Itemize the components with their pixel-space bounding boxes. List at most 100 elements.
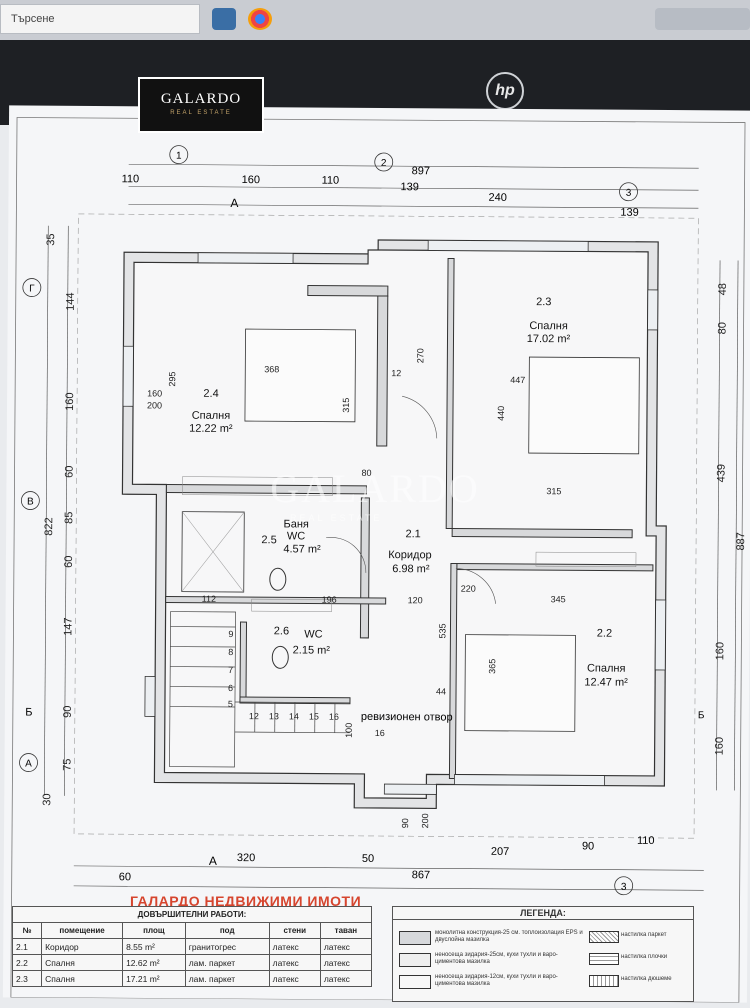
section-mark-top: А <box>230 196 238 210</box>
table-row: 2.2 Спалня 12.62 m² лам. паркет латекс л… <box>13 955 372 971</box>
opening-80: 80 <box>362 468 372 478</box>
dim-right-2: 80 <box>717 322 729 334</box>
legend-swatch <box>589 975 619 987</box>
dim-440: 440 <box>496 406 506 421</box>
dim-left-4: 60 <box>64 466 76 478</box>
revision-opening-note: ревизионен отвор <box>361 711 453 724</box>
room-2-4-area: 12.22 m² <box>189 423 233 435</box>
room-2-2-num: 2.2 <box>597 628 612 640</box>
dim-left-7: 147 <box>62 617 74 635</box>
room-2-6-name: WC <box>304 628 322 640</box>
dim-left-1: 35 <box>45 233 57 245</box>
table-header: стени <box>269 923 320 939</box>
room-2-2-area: 12.47 m² <box>584 676 628 688</box>
legend-box: ЛЕГЕНДА: монолитна конструкция-25 см. то… <box>392 906 694 1002</box>
legend-text: настилка дюшеме <box>621 976 672 982</box>
opening-200b: 200 <box>420 813 430 828</box>
dim-100: 100 <box>344 723 354 738</box>
stair-7: 7 <box>228 665 233 675</box>
axis-label-g: Г <box>29 284 35 295</box>
table-cell: 2.1 <box>13 939 42 955</box>
axis-label-a: А <box>25 759 32 770</box>
dim-top-3: 110 <box>322 175 340 187</box>
legend-text: неносеща зидария-25см, кухи тухли и варо… <box>435 952 585 966</box>
table-header: под <box>185 923 269 939</box>
axis-label-b: Б <box>25 707 32 719</box>
table-cell: латекс <box>269 939 320 955</box>
table-cell: 12.62 m² <box>123 955 186 971</box>
legend-swatch <box>399 931 431 945</box>
dim-295: 295 <box>167 371 177 386</box>
finishing-table: ДОВЪРШИТЕЛНИ РАБОТИ: № помещение площ по… <box>12 906 372 987</box>
dim-345: 345 <box>551 594 566 604</box>
legend-item: неносеща зидария-12см, кухи тухли и варо… <box>399 973 689 991</box>
stair-12: 12 <box>249 711 259 721</box>
dim-44: 44 <box>436 686 446 696</box>
table-cell: лам. паркет <box>185 971 269 987</box>
dim-right-4: 160 <box>714 642 726 660</box>
table-cell: 8.55 m² <box>123 939 186 955</box>
table-title: ДОВЪРШИТЕЛНИ РАБОТИ: <box>13 907 372 923</box>
table-cell: латекс <box>320 939 371 955</box>
hp-logo: hp <box>486 72 524 110</box>
dim-top-5: 240 <box>488 192 506 204</box>
table-cell: Спалня <box>42 971 123 987</box>
dim-bottom-5: 110 <box>637 835 655 847</box>
stair-6: 6 <box>228 683 233 693</box>
dim-bottom-total: 867 <box>412 869 430 881</box>
legend-text: настилка плочки <box>621 954 667 960</box>
dim-right-total: 887 <box>735 532 747 550</box>
table-header: № <box>13 923 42 939</box>
table-cell: латекс <box>320 955 371 971</box>
chrome-icon[interactable] <box>248 8 272 30</box>
room-2-4-num: 2.4 <box>203 388 218 400</box>
dim-315h: 315 <box>546 486 561 496</box>
legend-text: неносеща зидария-12см, кухи тухли и варо… <box>435 974 585 988</box>
axis-label-3-bottom: 3 <box>621 882 627 893</box>
dim-right-3: 439 <box>716 464 728 482</box>
opening-90: 90 <box>400 818 410 828</box>
legend-title: ЛЕГЕНДА: <box>393 907 693 920</box>
dim-left-9: 75 <box>61 759 73 771</box>
table-cell: латекс <box>269 971 320 987</box>
dim-left-5: 85 <box>63 512 75 524</box>
table-header: площ <box>123 923 186 939</box>
dim-368: 368 <box>264 364 279 374</box>
room-2-3-num: 2.3 <box>536 296 551 308</box>
dim-left-8: 90 <box>62 706 74 718</box>
table-cell: латекс <box>320 971 371 987</box>
legend-swatch <box>399 975 431 989</box>
dim-365: 365 <box>487 659 497 674</box>
dim-top-4: 139 <box>401 181 419 193</box>
table-cell: 2.2 <box>13 955 42 971</box>
dim-top-1: 110 <box>122 173 140 185</box>
dim-bottom-3: 207 <box>491 846 509 858</box>
legend-text: настилка паркет <box>621 932 667 938</box>
dim-right-5: 160 <box>714 737 726 755</box>
watermark-sub: REAL ESTATE <box>290 513 382 523</box>
brand-name: GALARDO <box>140 91 262 108</box>
dim-bottom-2: 50 <box>362 853 374 865</box>
room-2-4-name: Спалня <box>192 410 231 422</box>
dim-270: 270 <box>415 348 425 363</box>
taskbar-search-input[interactable]: Търсене <box>0 4 200 34</box>
section-mark-bottom: А <box>209 854 217 868</box>
table-cell: латекс <box>269 955 320 971</box>
room-2-5-name2: WC <box>287 530 305 542</box>
search-placeholder: Търсене <box>11 13 55 25</box>
file-explorer-icon[interactable] <box>212 8 236 30</box>
table-cell: Спалня <box>42 955 123 971</box>
table-cell: лам. паркет <box>185 955 269 971</box>
dim-112: 112 <box>202 594 216 604</box>
room-2-1-name: Коридор <box>388 549 432 561</box>
room-2-6-area: 2.15 m² <box>293 644 331 656</box>
floor-plan-sheet: 1 2 3 3 Г В А Б А А Б 897 110 160 110 13… <box>3 105 750 1002</box>
stair-5: 5 <box>228 699 233 709</box>
dim-bottom-0: 60 <box>119 871 131 883</box>
dim-left-6: 60 <box>63 556 75 568</box>
opening-220: 220 <box>461 584 476 594</box>
room-2-3-name: Спалня <box>529 320 568 332</box>
table-cell: 17.21 m² <box>123 971 186 987</box>
dim-left-10: 30 <box>41 793 53 805</box>
legend-swatch <box>589 953 619 965</box>
